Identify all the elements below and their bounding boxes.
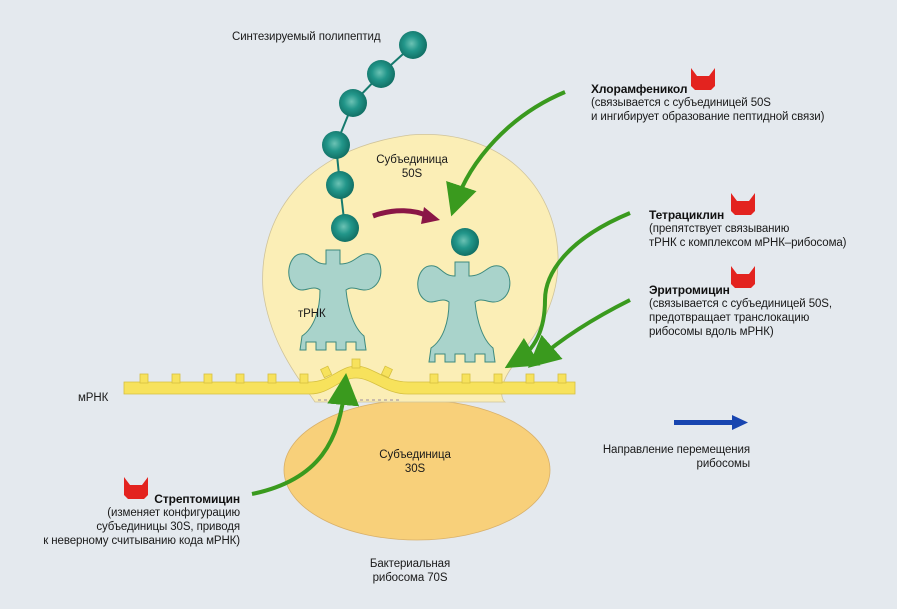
mrna-codon-tooth [139, 373, 149, 384]
antibiotic-tetracycline: Тетрациклин (препятствует связыванию тРН… [649, 208, 847, 250]
mrna-codon-tooth [461, 373, 471, 384]
subunit-30s-label: Субъединица 30S [375, 448, 455, 476]
mrna-codon-tooth [351, 358, 361, 369]
direction-label: Направление перемещения рибосомы [600, 443, 750, 471]
antibiotic-chloramphenicol: Хлорамфеникол (связывается с субъединице… [591, 82, 824, 124]
trna-p-site [288, 249, 382, 351]
antibiotic-name: Хлорамфеникол [591, 82, 688, 96]
subunit-50s-label: Субъединица 50S [372, 153, 452, 181]
mrna-codon-tooth [267, 373, 277, 384]
trna-label: тРНК [298, 308, 326, 320]
mrna-codon-tooth [203, 373, 213, 384]
subunit-30s-label-line1: Субъединица [379, 449, 451, 461]
trna-a-site [417, 261, 511, 363]
antibiotic-desc: (изменяет конфигурацию [107, 507, 240, 519]
subunit-30s-label-line2: 30S [404, 463, 426, 475]
antibiotic-desc: и ингибирует образование пептидной связи… [591, 111, 825, 123]
polypeptide-chain [322, 31, 479, 256]
mrna-codon-tooth [235, 373, 245, 384]
direction-label-line2: рибосомы [696, 458, 751, 470]
mrna-codon-tooth [525, 373, 535, 384]
antibiotic-desc: тРНК с комплексом мРНК–рибосома) [649, 237, 847, 249]
antibiotic-arrows [251, 90, 631, 496]
streptomycin-arrow [251, 373, 360, 496]
polypeptide-label: Синтезируемый полипептид [232, 31, 381, 43]
antibiotic-desc: (связывается с субъединицей 50S, [649, 298, 832, 310]
antibiotic-desc: к неверному считыванию кода мРНК) [43, 535, 240, 547]
antibiotic-erythromycin: Эритромицин (связывается с субъединицей … [649, 283, 832, 339]
antibiotic-name: Эритромицин [649, 283, 730, 297]
mrna-codon-tooth [171, 373, 181, 384]
amino-acid [331, 214, 359, 242]
antibiotic-cup-icon [124, 477, 148, 499]
antibiotic-desc: (препятствует связыванию [649, 223, 790, 235]
antibiotic-desc: субъединицы 30S, приводя [96, 521, 240, 533]
mrna-codon-tooth [557, 373, 567, 384]
antibiotic-name: Стрептомицин [154, 492, 240, 506]
direction-label-line1: Направление перемещения [602, 444, 750, 456]
antibiotic-name: Тетрациклин [649, 208, 725, 222]
antibiotic-desc: рибосомы вдоль мРНК) [649, 326, 774, 338]
antibiotic-streptomycin: Стрептомицин (изменяет конфигурацию субъ… [40, 492, 240, 548]
amino-acid [367, 60, 395, 88]
mrna-label: мРНК [78, 392, 109, 404]
ribosome-title-line1: Бактериальная [369, 558, 451, 570]
amino-acid [326, 171, 354, 199]
mrna-codon-tooth [429, 373, 439, 384]
mrna-codon-tooth [493, 373, 503, 384]
antibiotic-cup-icon [691, 68, 715, 90]
chloramphenicol-arrow [446, 90, 566, 217]
mrna-codon-tooth [299, 373, 309, 384]
subunit-50s-label-line1: Субъединица [376, 154, 448, 166]
antibiotic-cup-icon [731, 266, 755, 288]
ribosome-title: Бактериальная рибосома 70S [360, 557, 460, 585]
ribosome-title-line2: рибосома 70S [372, 572, 448, 584]
amino-acid [322, 131, 350, 159]
amino-acid [399, 31, 427, 59]
direction-arrow-icon [674, 415, 748, 430]
erythromycin-arrow [527, 298, 631, 368]
mrna-codon-tooth [380, 365, 393, 379]
antibiotic-desc: (связывается с субъединицей 50S [591, 97, 771, 109]
antibiotic-cup-icon [731, 193, 755, 215]
subunit-50s-label-line2: 50S [401, 168, 423, 180]
antibiotic-desc: предотвращает транслокацию [649, 312, 810, 324]
amino-acid [451, 228, 479, 256]
translocation-arrow [372, 207, 440, 224]
amino-acid [339, 89, 367, 117]
